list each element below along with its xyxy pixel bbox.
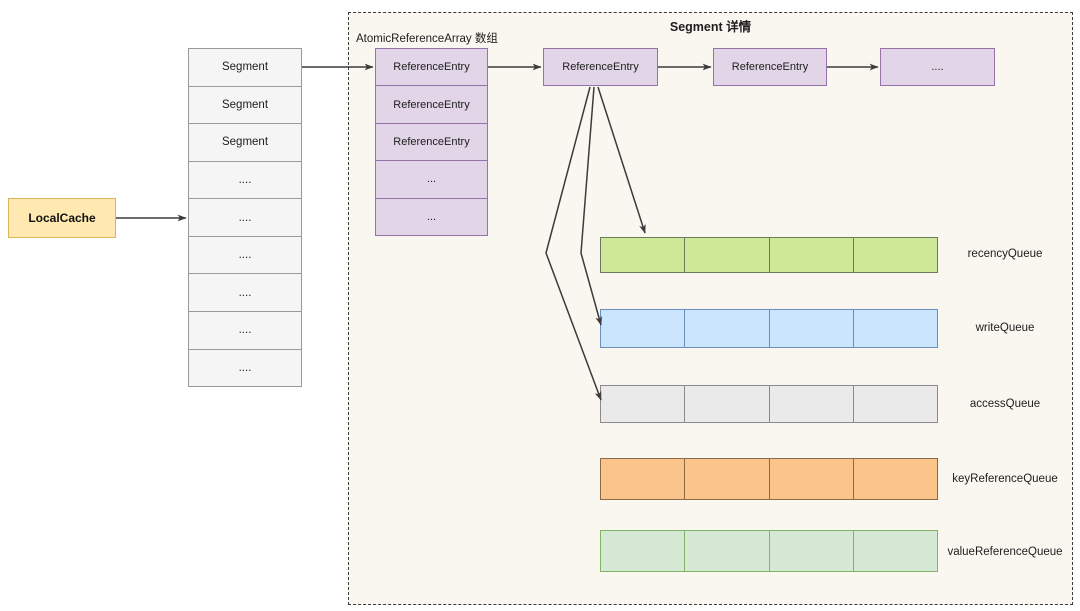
chain-reference-entry-2[interactable]: .... xyxy=(880,48,995,86)
array-reference-entry-label: ... xyxy=(426,173,437,186)
segment-cell[interactable]: .... xyxy=(189,349,301,387)
local-cache-label: LocalCache xyxy=(28,211,96,225)
array-reference-entry-label: ReferenceEntry xyxy=(393,61,470,74)
keyref-queue-cell[interactable] xyxy=(600,458,686,500)
chain-reference-entry-1[interactable]: ReferenceEntry xyxy=(713,48,827,86)
segment-cell[interactable]: .... xyxy=(189,199,301,237)
chain-reference-entry-0-label: ReferenceEntry xyxy=(562,61,639,73)
segment-cell-label: Segment xyxy=(221,136,269,149)
write-queue-cell[interactable] xyxy=(600,309,686,348)
access-queue-cell[interactable] xyxy=(600,385,686,423)
valueref-queue-cell[interactable] xyxy=(769,530,854,572)
recency-queue-cell[interactable] xyxy=(685,237,770,273)
atomic-reference-array-caption: AtomicReferenceArray 数组 xyxy=(356,33,498,45)
chain-reference-entry-1-label: ReferenceEntry xyxy=(731,61,809,73)
recency-queue-row xyxy=(600,237,938,273)
segment-cell[interactable]: .... xyxy=(189,236,301,275)
chain-reference-entry-2-label: .... xyxy=(931,61,944,73)
access-queue-cell[interactable] xyxy=(853,385,938,423)
array-reference-entry-cell[interactable]: ReferenceEntry xyxy=(376,123,487,162)
segment-cell[interactable]: Segment xyxy=(189,86,301,125)
key-reference-queue-label: keyReferenceQueue xyxy=(952,473,1058,485)
segment-detail-title: Segment 详情 xyxy=(669,20,752,34)
segment-cell-label: .... xyxy=(238,173,252,186)
recency-queue-label: recencyQueue xyxy=(967,248,1043,260)
access-queue-row xyxy=(600,385,938,423)
valueref-queue-cell[interactable] xyxy=(853,530,938,572)
segment-cell-label: Segment xyxy=(221,98,269,111)
keyref-queue-cell[interactable] xyxy=(853,458,938,500)
recency-queue-cell[interactable] xyxy=(769,237,854,273)
key-reference-queue-row xyxy=(600,458,938,500)
recency-queue-cell[interactable] xyxy=(853,237,938,273)
segment-cell[interactable]: .... xyxy=(189,311,301,350)
segment-cell-label: .... xyxy=(238,249,252,262)
segment-cell[interactable]: .... xyxy=(189,274,301,312)
access-queue-cell[interactable] xyxy=(685,385,770,423)
write-queue-label: writeQueue xyxy=(975,322,1035,334)
valueref-queue-cell[interactable] xyxy=(685,530,770,572)
array-reference-entry-cell[interactable]: ReferenceEntry xyxy=(376,49,487,87)
segment-cell-label: .... xyxy=(238,286,252,299)
segment-cell-label: Segment xyxy=(221,61,269,74)
segment-cell-label: .... xyxy=(238,361,252,374)
array-reference-entry-label: ReferenceEntry xyxy=(393,98,470,111)
array-reference-entry-cell[interactable]: ReferenceEntry xyxy=(376,86,487,124)
access-queue-cell[interactable] xyxy=(769,385,854,423)
array-reference-entry-cell[interactable]: ... xyxy=(376,198,487,236)
array-reference-entry-label: ReferenceEntry xyxy=(393,136,470,149)
access-queue-label: accessQueue xyxy=(969,398,1041,410)
segment-cell[interactable]: Segment xyxy=(189,124,301,162)
keyref-queue-cell[interactable] xyxy=(685,458,770,500)
local-cache-node[interactable]: LocalCache xyxy=(8,198,116,238)
value-reference-queue-label: valueReferenceQueue xyxy=(947,546,1063,558)
valueref-queue-cell[interactable] xyxy=(600,530,686,572)
segment-cell-label: .... xyxy=(238,324,252,337)
write-queue-cell[interactable] xyxy=(769,309,854,348)
write-queue-cell[interactable] xyxy=(685,309,770,348)
keyref-queue-cell[interactable] xyxy=(769,458,854,500)
segment-cell[interactable]: .... xyxy=(189,161,301,200)
segment-cell-label: .... xyxy=(238,211,252,224)
segment-cell[interactable]: Segment xyxy=(189,49,301,87)
chain-reference-entry-0[interactable]: ReferenceEntry xyxy=(543,48,658,86)
array-reference-entry-label: ... xyxy=(426,210,437,223)
write-queue-cell[interactable] xyxy=(853,309,938,348)
recency-queue-cell[interactable] xyxy=(600,237,686,273)
write-queue-row xyxy=(600,309,938,348)
value-reference-queue-row xyxy=(600,530,938,572)
array-reference-entry-cell[interactable]: ... xyxy=(376,161,487,199)
